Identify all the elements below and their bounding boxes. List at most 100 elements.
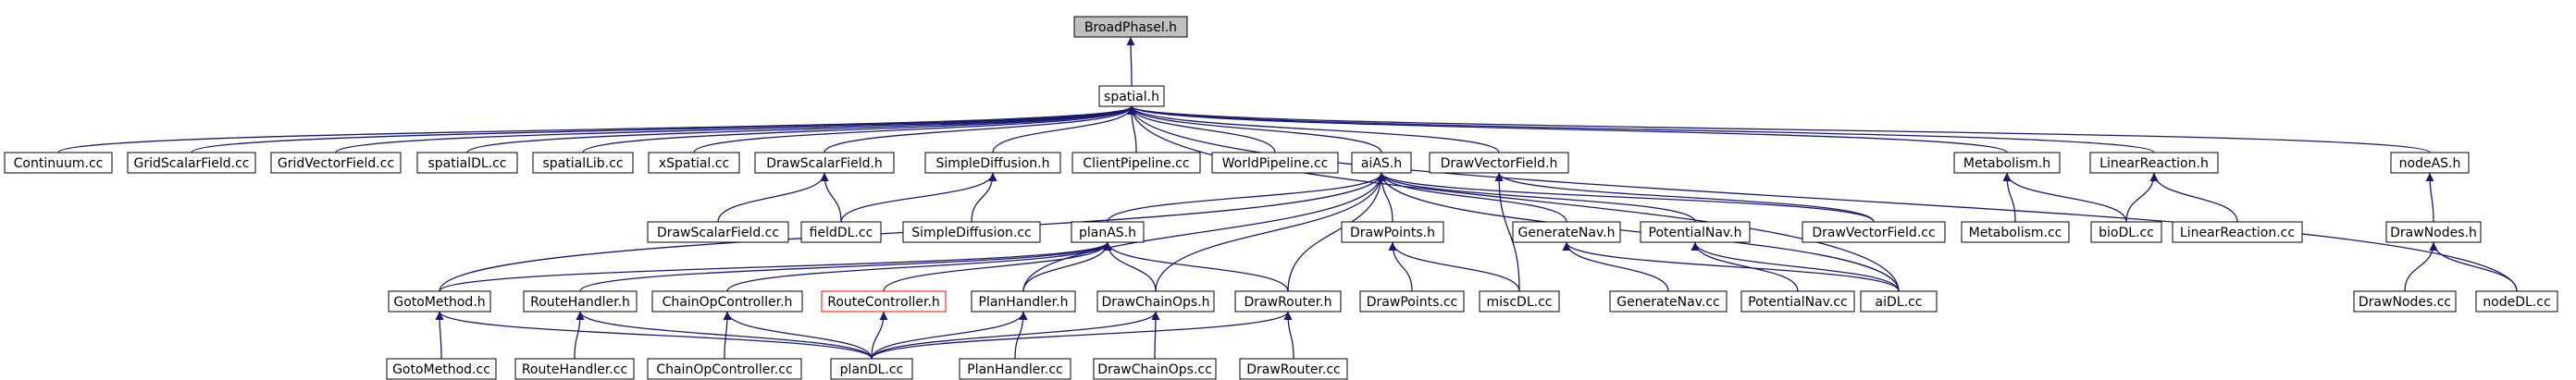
- graph-node-nodedl-cc[interactable]: nodeDL.cc: [2475, 290, 2558, 313]
- dependency-edge: [883, 241, 1112, 292]
- graph-node-worldpipeline-cc[interactable]: WorldPipeline.cc: [1211, 152, 1339, 174]
- graph-node-chainopcontroller-cc[interactable]: ChainOpController.cc: [647, 358, 802, 380]
- dependency-edge: [871, 311, 1160, 360]
- graph-node-drawchainops-h[interactable]: DrawChainOps.h: [1096, 290, 1215, 313]
- graph-node-drawvectorfield-h[interactable]: DrawVectorField.h: [1429, 152, 1569, 174]
- graph-node-miscdl-cc[interactable]: miscDL.cc: [1479, 290, 1560, 313]
- node-box: [4, 152, 113, 174]
- dependency-edge: [191, 105, 1136, 153]
- graph-node-generatenav-cc[interactable]: GenerateNav.cc: [1609, 290, 1728, 313]
- graph-node-nodeas-h[interactable]: nodeAS.h: [2390, 152, 2470, 174]
- graph-node-linearreaction-h[interactable]: LinearReaction.h: [2089, 152, 2219, 174]
- dependency-edge: [693, 105, 1136, 153]
- node-label: DrawChainOps.cc: [1097, 362, 1212, 377]
- graph-node-spatialdl-cc[interactable]: spatialDL.cc: [416, 152, 518, 174]
- node-label: LinearReaction.h: [2099, 156, 2209, 171]
- node-label: Metabolism.cc: [1969, 226, 2062, 240]
- dependency-edge: [2002, 172, 2127, 223]
- node-label: DrawScalarField.h: [766, 156, 883, 171]
- graph-node-drawscalarfield-cc[interactable]: DrawScalarField.cc: [647, 221, 789, 243]
- graph-node-potentialnav-cc[interactable]: PotentialNav.cc: [1740, 290, 1855, 313]
- node-label: DrawVectorField.h: [1441, 156, 1558, 171]
- node-box: [1211, 152, 1339, 174]
- node-box: [651, 290, 803, 313]
- graph-node-gotomethod-h[interactable]: GotoMethod.h: [388, 290, 491, 313]
- graph-node-continuum-cc[interactable]: Continuum.cc: [4, 152, 113, 174]
- node-box: [1512, 221, 1621, 243]
- graph-node-routecontroller-h[interactable]: RouteController.h: [821, 290, 947, 313]
- node-box: [754, 152, 895, 174]
- graph-node-planas-h[interactable]: planAS.h: [1071, 221, 1145, 243]
- graph-node-plandl-cc[interactable]: planDL.cc: [830, 358, 913, 380]
- node-label: SimpleDiffusion.cc: [911, 226, 1031, 240]
- node-label: DrawNodes.h: [2390, 226, 2477, 240]
- node-box: [959, 358, 1071, 380]
- node-box: [2475, 290, 2558, 313]
- dependency-edge: [1690, 241, 1799, 292]
- graph-node-planhandler-cc[interactable]: PlanHandler.cc: [959, 358, 1071, 380]
- graph-node-routehandler-h[interactable]: RouteHandler.h: [523, 290, 638, 313]
- graph-node-planhandler-h[interactable]: PlanHandler.h: [971, 290, 1076, 313]
- dependency-edge: [1562, 241, 1669, 292]
- dependency-edge: [717, 172, 829, 223]
- graph-node-xspatial-cc[interactable]: xSpatial.cc: [648, 152, 740, 174]
- graph-node-fielddl-cc[interactable]: fieldDL.cc: [800, 221, 882, 243]
- node-label: DrawRouter.h: [1245, 295, 1332, 310]
- graph-node-gridvectorfield-cc[interactable]: GridVectorField.cc: [270, 152, 402, 174]
- graph-node-aias-h[interactable]: aiAS.h: [1351, 152, 1412, 174]
- graph-node-potentialnav-h[interactable]: PotentialNav.h: [1640, 221, 1751, 243]
- dependency-edge: [824, 105, 1136, 153]
- node-label: DrawChainOps.h: [1101, 295, 1209, 310]
- dependency-edge: [726, 241, 1112, 292]
- node-label: bioDL.cc: [2099, 226, 2154, 240]
- graph-node-drawnodes-h[interactable]: DrawNodes.h: [2385, 221, 2482, 243]
- graph-node-broadphasel-h[interactable]: BroadPhasel.h: [1073, 16, 1188, 38]
- graph-node-simplediffusion-cc[interactable]: SimpleDiffusion.cc: [902, 221, 1041, 243]
- node-box: [514, 358, 635, 380]
- graph-node-drawrouter-cc[interactable]: DrawRouter.cc: [1239, 358, 1348, 380]
- node-label: GotoMethod.h: [393, 295, 485, 310]
- edge-layer: [57, 36, 2518, 360]
- dependency-edge: [439, 241, 1112, 292]
- node-box: [2353, 290, 2457, 313]
- graph-node-drawvectorfield-cc[interactable]: DrawVectorField.cc: [1802, 221, 1946, 243]
- graph-node-aidl-cc[interactable]: aiDL.cc: [1860, 290, 1938, 313]
- dependency-edge: [2149, 172, 2238, 223]
- node-box: [1740, 290, 1855, 313]
- graph-node-gridscalarfield-cc[interactable]: GridScalarField.cc: [127, 152, 256, 174]
- graph-node-drawchainops-cc[interactable]: DrawChainOps.cc: [1093, 358, 1217, 380]
- node-label: ChainOpController.h: [663, 295, 793, 310]
- graph-node-chainopcontroller-h[interactable]: ChainOpController.h: [651, 290, 803, 313]
- node-box: [416, 152, 518, 174]
- graph-node-generatenav-h[interactable]: GenerateNav.h: [1512, 221, 1621, 243]
- graph-node-spatial-h[interactable]: spatial.h: [1098, 85, 1165, 107]
- graph-node-gotomethod-cc[interactable]: GotoMethod.cc: [386, 358, 497, 380]
- graph-node-spatiallib-cc[interactable]: spatialLib.cc: [532, 152, 634, 174]
- graph-node-simplediffusion-h[interactable]: SimpleDiffusion.h: [924, 152, 1061, 174]
- node-label: aiDL.cc: [1876, 295, 1923, 310]
- node-box: [830, 358, 913, 380]
- node-box: [1071, 221, 1145, 243]
- dependency-edge: [1127, 105, 1500, 153]
- node-box: [1073, 16, 1188, 38]
- graph-node-drawnodes-cc[interactable]: DrawNodes.cc: [2353, 290, 2457, 313]
- node-label: PlanHandler.h: [979, 295, 1069, 310]
- node-box: [800, 221, 882, 243]
- node-label: spatialDL.cc: [427, 156, 506, 171]
- graph-node-metabolism-cc[interactable]: Metabolism.cc: [1961, 221, 2070, 243]
- graph-node-drawrouter-h[interactable]: DrawRouter.h: [1234, 290, 1342, 313]
- graph-node-drawscalarfield-h[interactable]: DrawScalarField.h: [754, 152, 895, 174]
- graph-node-metabolism-h[interactable]: Metabolism.h: [1953, 152, 2061, 174]
- graph-node-drawpoints-h[interactable]: DrawPoints.h: [1341, 221, 1444, 243]
- graph-node-drawpoints-cc[interactable]: DrawPoints.cc: [1359, 290, 1465, 313]
- node-box: [1479, 290, 1560, 313]
- node-label: fieldDL.cc: [810, 226, 873, 240]
- graph-node-routehandler-cc[interactable]: RouteHandler.cc: [514, 358, 635, 380]
- graph-node-biodl-cc[interactable]: bioDL.cc: [2090, 221, 2162, 243]
- dependency-edge: [1127, 105, 2155, 153]
- node-label: DrawRouter.cc: [1246, 362, 1341, 377]
- graph-node-clientpipeline-cc[interactable]: ClientPipeline.cc: [1071, 152, 1201, 174]
- node-box: [821, 290, 947, 313]
- graph-node-linearreaction-cc[interactable]: LinearReaction.cc: [2172, 221, 2303, 243]
- node-box: [902, 221, 1041, 243]
